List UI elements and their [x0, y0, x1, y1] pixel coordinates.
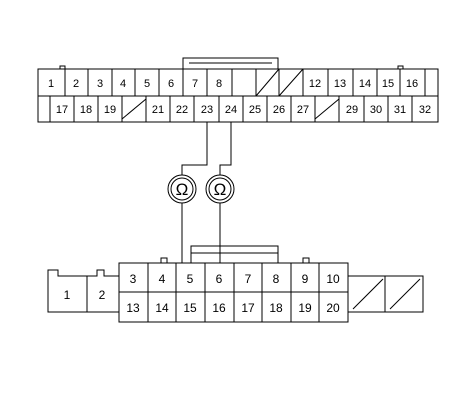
lower-row1-labels: 3 4 5 6 7 8 9 10	[130, 272, 340, 286]
upper-pin-label: 2	[73, 78, 79, 90]
test-lead-pin23	[181, 122, 208, 175]
lower-connector	[47, 245, 424, 323]
upper-pin-label: 22	[176, 104, 188, 116]
lower-pin-label: 17	[241, 301, 255, 315]
lower-pin-label: 3	[130, 272, 137, 286]
upper-pin-label: 19	[104, 104, 116, 116]
lower-side-housing	[47, 269, 120, 313]
ohmmeter-left-ring	[167, 174, 197, 204]
lower-pin-label: 9	[302, 272, 309, 286]
lower-side-labels: 1 2	[64, 288, 106, 302]
lower-empty-cavity	[352, 278, 384, 310]
upper-connector	[37, 57, 439, 123]
upper-empty-cavity	[278, 68, 304, 97]
upper-pin-label: 1	[48, 78, 54, 90]
upper-pin-label: 13	[334, 78, 346, 90]
upper-pin-label: 5	[144, 78, 150, 90]
lower-pin-label: 18	[269, 301, 283, 315]
upper-pin-label: 8	[216, 78, 222, 90]
lower-pin-label: 19	[298, 301, 312, 315]
upper-pin-label: 14	[359, 78, 371, 90]
lower-pin-label: 5	[187, 272, 194, 286]
upper-pin-label: 12	[309, 78, 321, 90]
upper-pin-label: 18	[80, 104, 92, 116]
upper-pin-label: 32	[419, 104, 431, 116]
lower-pin-label: 13	[126, 301, 140, 315]
ohm-symbol: Ω	[214, 180, 227, 199]
lower-pin-label: 1	[64, 288, 71, 302]
upper-pin-label: 31	[394, 104, 406, 116]
lower-row2-labels: 13 14 15 16 17 18 19 20	[126, 301, 340, 315]
upper-pin-label: 23	[201, 104, 213, 116]
upper-pin-label: 25	[249, 104, 261, 116]
upper-pin-label: 30	[370, 104, 382, 116]
upper-pin-label: 21	[152, 104, 164, 116]
upper-empty-cavity	[314, 98, 340, 120]
test-lead-pin24	[219, 122, 232, 175]
upper-pin-label: 6	[168, 78, 174, 90]
upper-row2-labels: 17 18 19 21 22 23 24 25 26 27 29 30 31 3…	[56, 104, 431, 116]
upper-pin-label: 3	[97, 78, 103, 90]
test-leads	[181, 122, 232, 263]
upper-pin-label: 29	[346, 104, 358, 116]
lower-empty-cavity	[389, 278, 421, 310]
lower-connector-lock-tab	[190, 245, 279, 264]
upper-pin-label: 16	[406, 78, 418, 90]
lower-pin-label: 7	[245, 272, 252, 286]
upper-row1-labels: 1 2 3 4 5 6 7 8 12 13 14 15 16	[48, 78, 418, 90]
upper-pin-label: 15	[382, 78, 394, 90]
ohm-symbol: Ω	[176, 180, 189, 199]
upper-empty-cavity	[121, 98, 147, 120]
ohmmeter-left: Ω	[167, 174, 197, 204]
upper-pin-label: 26	[273, 104, 285, 116]
upper-pin-label: 17	[56, 104, 68, 116]
lower-pin-label: 2	[99, 288, 106, 302]
lower-pin-label: 15	[183, 301, 197, 315]
lower-pin-label: 10	[326, 272, 340, 286]
upper-pin-label: 7	[192, 78, 198, 90]
ohmmeter-right: Ω	[205, 174, 235, 204]
upper-empty-cavity	[255, 68, 280, 97]
lower-pin-label: 16	[212, 301, 226, 315]
lower-pin-label: 8	[273, 272, 280, 286]
lower-pin-label: 6	[216, 272, 223, 286]
lower-pin-label: 14	[155, 301, 169, 315]
upper-pin-label: 24	[225, 104, 237, 116]
lower-pin-label: 4	[159, 272, 166, 286]
upper-pin-label: 27	[297, 104, 309, 116]
lower-pin-label: 20	[326, 301, 340, 315]
upper-pin-label: 4	[120, 78, 126, 90]
ohmmeter-right-ring	[205, 174, 235, 204]
